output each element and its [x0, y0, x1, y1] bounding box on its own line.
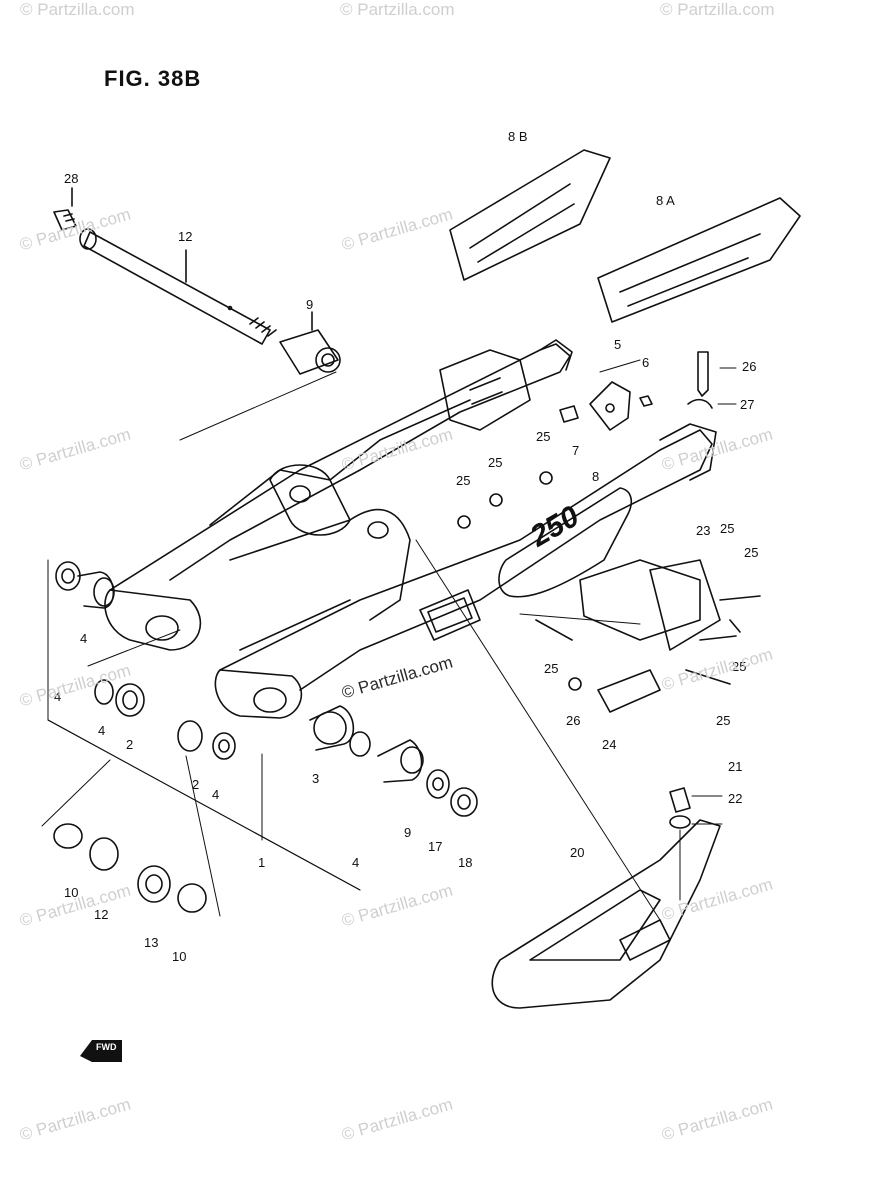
- brackets-upper: [559, 381, 653, 431]
- callout-28: 28: [64, 171, 79, 186]
- leader-lines: [41, 359, 737, 921]
- callout-25-mid: 25: [488, 455, 503, 470]
- callout-1: 1: [258, 855, 266, 870]
- guard-hardware: [669, 787, 691, 829]
- callout-14: 18: [458, 855, 473, 870]
- callout-13: 17: [428, 839, 443, 854]
- callout-4-lower: 4: [352, 855, 360, 870]
- figure-title: FIG. 38B: [104, 66, 202, 91]
- decal-8b: [449, 149, 611, 281]
- callout-2-left: 2: [126, 737, 134, 752]
- callout-5: 5: [614, 337, 622, 352]
- callout-21: 25: [744, 545, 759, 560]
- callout-22: 25: [732, 659, 747, 674]
- fwd-label: FWD: [96, 1042, 117, 1052]
- callout-25-left: 25: [456, 473, 471, 488]
- callout-20: 25: [720, 521, 735, 536]
- decal-8a: [597, 197, 801, 323]
- callout-4-right: 4: [212, 787, 220, 802]
- bolts-lower: [457, 471, 761, 713]
- watermark: © Partzilla.com: [660, 0, 775, 19]
- callout-12-left: 12: [94, 907, 109, 922]
- callout-24: 25: [716, 713, 731, 728]
- callout-8b: 8 B: [508, 129, 528, 144]
- callout-4-mid: 4: [98, 723, 106, 738]
- callout-25-lower: 26: [566, 713, 581, 728]
- callout-26: 26: [742, 359, 757, 374]
- callout-9-upper: 9: [306, 297, 314, 312]
- collar-upper: [279, 311, 341, 375]
- pin-26: [687, 351, 713, 409]
- callout-10-right: 10: [172, 949, 187, 964]
- swingarm-body: [104, 339, 721, 719]
- nut-28: [53, 187, 77, 231]
- right-bearings: [309, 705, 478, 817]
- callout-8: 8: [592, 469, 600, 484]
- callout-7: 7: [572, 443, 580, 458]
- callout-3-right: 3: [312, 771, 320, 786]
- callout-17: 22: [728, 791, 743, 806]
- callout-11: 12: [178, 229, 193, 244]
- callout-2-right: 2: [192, 777, 200, 792]
- pivot-shaft: [79, 228, 277, 345]
- callout-25-top: 25: [536, 429, 551, 444]
- callout-6: 6: [642, 355, 650, 370]
- callout-19: 24: [602, 737, 617, 752]
- callout-8a: 8 A: [656, 193, 675, 208]
- callout-23: 25: [544, 661, 559, 676]
- chain-guard: [491, 819, 721, 1009]
- left-bearings: [53, 561, 236, 913]
- callout-27: 27: [740, 397, 755, 412]
- callout-10-left: 10: [64, 885, 79, 900]
- callout-4-left: 4: [54, 689, 62, 704]
- watermark: © Partzilla.com: [340, 0, 455, 19]
- callout-3-left: 4: [80, 631, 88, 646]
- callout-12-right: 13: [144, 935, 159, 950]
- callout-18: 23: [696, 523, 711, 538]
- callout-16: 21: [728, 759, 743, 774]
- callout-9-lower: 9: [404, 825, 412, 840]
- watermark: © Partzilla.com: [20, 0, 135, 19]
- callout-15: 20: [570, 845, 585, 860]
